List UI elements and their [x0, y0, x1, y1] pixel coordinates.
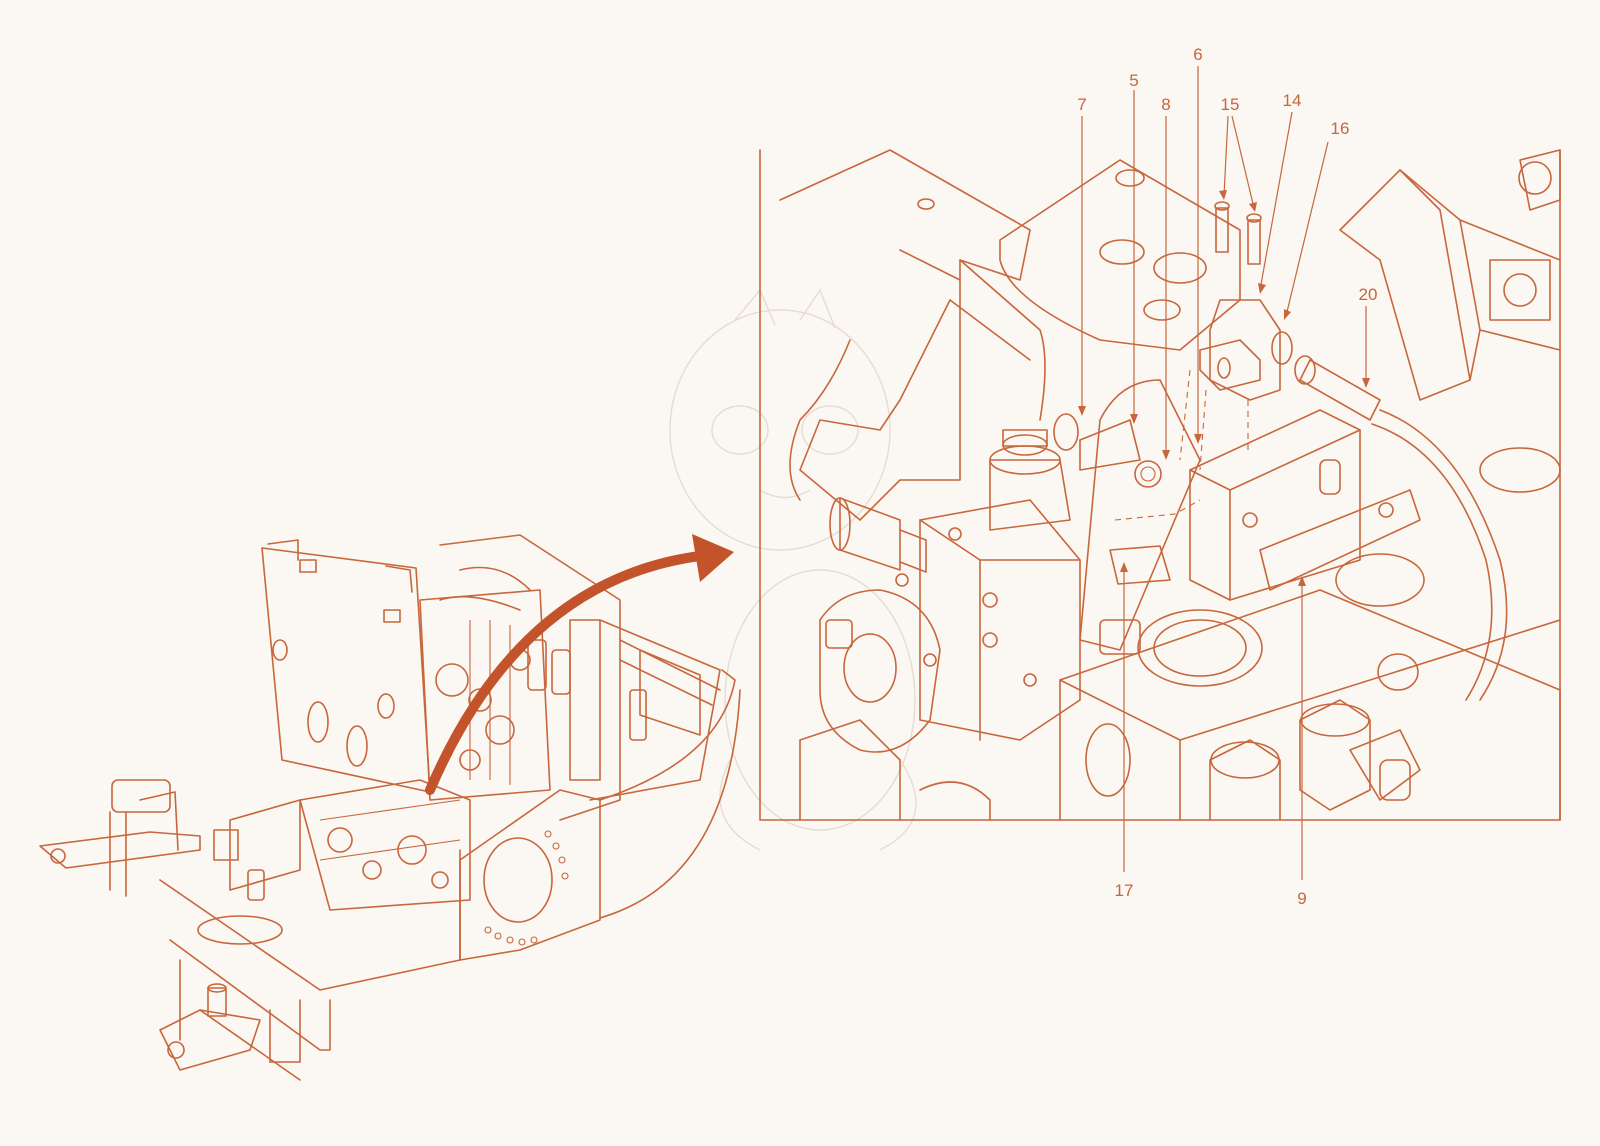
callout-5: 5 — [1129, 71, 1138, 90]
callout-17: 17 — [1115, 881, 1134, 900]
drive-assembly — [197, 566, 647, 945]
callout-20: 20 — [1359, 285, 1378, 304]
callout-7: 7 — [1077, 95, 1086, 114]
machine-overview — [39, 534, 741, 1081]
callout-16: 16 — [1331, 119, 1350, 138]
callout-15: 15 — [1221, 95, 1240, 114]
leader-lines — [1078, 66, 1370, 880]
detail-view — [759, 149, 1561, 821]
zoom-arrow — [425, 534, 734, 795]
callout-14: 14 — [1283, 91, 1302, 110]
callout-8: 8 — [1161, 95, 1170, 114]
callout-labels: 5 6 7 8 15 14 16 20 17 9 — [1077, 45, 1377, 908]
end-plate-holes — [484, 830, 569, 946]
callout-9: 9 — [1297, 889, 1306, 908]
callout-6: 6 — [1193, 45, 1202, 64]
